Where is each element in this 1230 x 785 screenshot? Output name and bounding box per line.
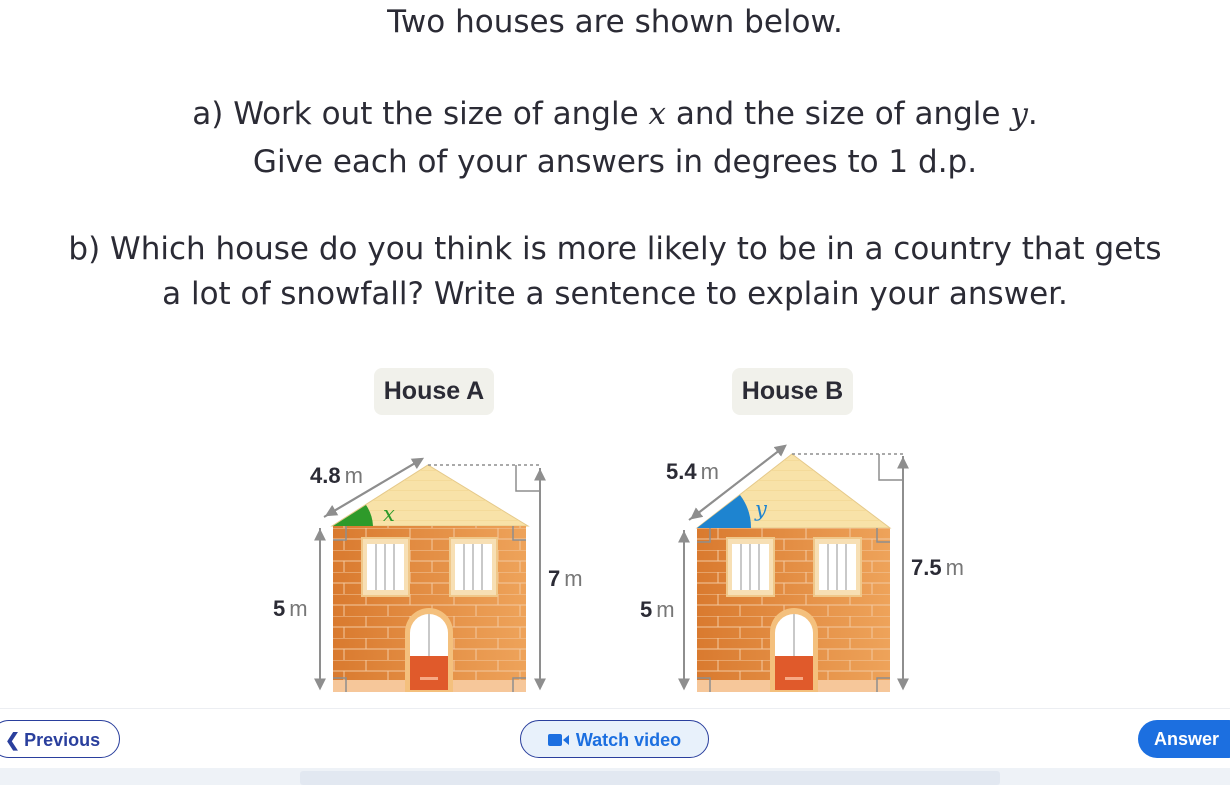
- answer-button[interactable]: Answer: [1138, 720, 1230, 758]
- video-camera-icon: [547, 734, 569, 746]
- angle-x-label: x: [383, 502, 395, 526]
- chevron-left-icon: ❮: [5, 730, 21, 750]
- angle-y-label: y: [754, 497, 768, 521]
- question-part-a: a) Work out the size of angle x and the …: [0, 92, 1230, 136]
- house-b-title: House B: [732, 368, 853, 415]
- watch-video-label: Watch video: [575, 730, 682, 750]
- previous-label: Previous: [24, 730, 101, 750]
- question-part-b-line1: b) Which house do you think is more like…: [68, 231, 1162, 267]
- question-part-a-line2: Give each of your answers in degrees to …: [252, 144, 978, 180]
- answer-label: Answer: [1154, 729, 1220, 749]
- angle-x-marker: [333, 505, 373, 526]
- part-a-suffix: .: [1027, 96, 1038, 132]
- house-a-title: House A: [374, 368, 494, 415]
- house-b-door: [770, 608, 818, 692]
- angle-y-marker: [697, 495, 752, 528]
- house-b-window-left: [726, 537, 775, 597]
- question-intro: Two houses are shown below.: [387, 4, 843, 40]
- part-a-mid: and the size of angle: [666, 96, 1011, 132]
- variable-y: y: [1010, 96, 1028, 132]
- question-part-b-line2: a lot of snowfall? Write a sentence to e…: [162, 276, 1068, 312]
- watch-video-button[interactable]: Watch video: [520, 720, 709, 758]
- variable-x: x: [648, 96, 666, 132]
- scrollbar-thumb[interactable]: [300, 771, 1000, 785]
- part-a-prefix: a) Work out the size of angle: [192, 96, 649, 132]
- house-a-door: [405, 608, 453, 692]
- house-a-window-right: [449, 537, 498, 597]
- bottom-scroll-area: [0, 768, 1230, 785]
- house-a-window-left: [361, 537, 410, 597]
- house-b-window-right: [813, 537, 862, 597]
- footer-divider: [0, 708, 1230, 709]
- previous-button[interactable]: ❮Previous: [0, 720, 120, 758]
